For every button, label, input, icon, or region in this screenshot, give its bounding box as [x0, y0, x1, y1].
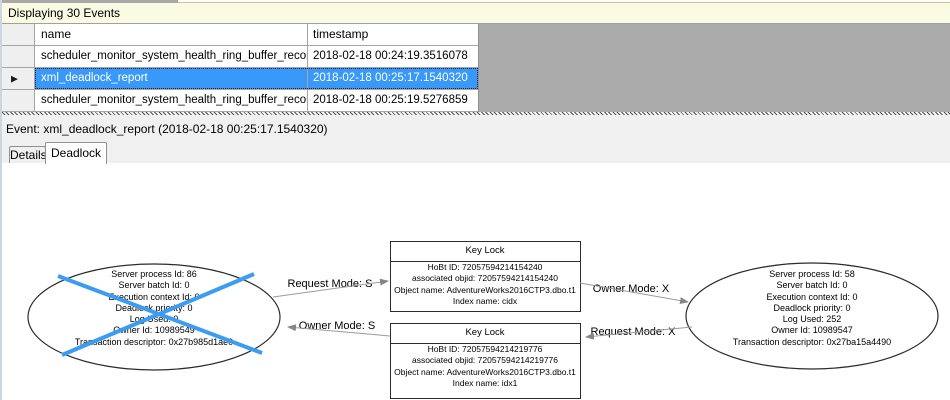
current-row-arrow-icon: ▶	[11, 73, 18, 83]
grid-detail-splitter[interactable]	[0, 112, 950, 115]
node-line: associated objid: 72057594214219776	[411, 355, 559, 366]
key-lock-title: Key Lock	[465, 245, 505, 256]
cell-name[interactable]: scheduler_monitor_system_health_ring_buf…	[35, 90, 308, 111]
node-line: Server process Id: 58	[769, 269, 855, 279]
node-line: Transaction descriptor: 0x27ba15a4490	[732, 336, 892, 347]
row-selector-cell[interactable]: ▶	[0, 68, 35, 89]
winner-process-node: Server process Id: 58 Server batch Id: 0…	[686, 269, 938, 348]
node-line: Index name: cidx	[452, 295, 518, 306]
node-line: Object name: AdventureWorks2016CTP3.dbo.…	[394, 284, 576, 295]
node-line: Deadlock priority: 0	[773, 302, 851, 313]
cell-name[interactable]: xml_deadlock_report	[35, 68, 308, 89]
column-header-name[interactable]: name	[35, 24, 308, 45]
key-lock-title: Key Lock	[465, 327, 505, 338]
node-line: Execution context Id: 0	[766, 291, 858, 302]
row-cells: xml_deadlock_report 2018-02-18 00:25:17.…	[35, 68, 478, 89]
row-selector-header-cell[interactable]	[0, 24, 35, 45]
tab-deadlock[interactable]: Deadlock	[45, 142, 107, 164]
tab-details[interactable]: Details	[9, 146, 47, 163]
cell-timestamp[interactable]: 2018-02-18 00:25:17.1540320	[308, 68, 478, 89]
table-row[interactable]: scheduler_monitor_system_health_ring_buf…	[0, 90, 478, 112]
table-row-selected[interactable]: ▶ xml_deadlock_report 2018-02-18 00:25:1…	[0, 68, 478, 90]
edge-label-request-s: Request Mode: S	[287, 278, 373, 290]
node-line: Server process Id: 86	[111, 269, 197, 279]
node-line: Owner Id: 10989549	[113, 325, 195, 336]
table-row[interactable]: scheduler_monitor_system_health_ring_buf…	[0, 46, 478, 68]
events-count-label: Displaying 30 Events	[8, 6, 121, 20]
edge-label-owner-x: Owner Mode: X	[592, 283, 670, 295]
cell-timestamp[interactable]: 2018-02-18 00:24:19.3516078	[313, 50, 468, 62]
events-grid-columns: name timestamp scheduler_monitor_system_…	[0, 24, 479, 112]
edge-label-owner-s: Owner Mode: S	[298, 320, 376, 332]
node-line: HoBt ID: 72057594214154240	[427, 262, 543, 272]
node-line: Log Used: 252	[782, 314, 842, 325]
event-detail-header: Event: xml_deadlock_report (2018-02-18 0…	[0, 115, 950, 163]
deadlock-graph-pane: Server process Id: 86 Server batch Id: 0…	[0, 163, 950, 400]
node-line: Execution context Id: 0	[108, 291, 200, 302]
row-selector-cell[interactable]	[0, 90, 35, 111]
node-line: Log Used: 0	[129, 314, 179, 325]
node-line: Owner Id: 10989547	[771, 325, 853, 336]
panel-left-border	[0, 0, 2, 400]
cell-name[interactable]: scheduler_monitor_system_health_ring_buf…	[35, 46, 308, 67]
edge-label-request-x: Request Mode: X	[590, 326, 676, 338]
column-header-timestamp[interactable]: timestamp	[308, 24, 478, 45]
victim-process-node: Server process Id: 86 Server batch Id: 0…	[28, 269, 280, 348]
node-line: Object name: AdventureWorks2016CTP3.dbo.…	[394, 366, 576, 377]
key-lock-node-top: HoBt ID: 72057594214154240 associated ob…	[390, 262, 580, 307]
grid-header-row: name timestamp	[0, 24, 478, 46]
events-grid: name timestamp scheduler_monitor_system_…	[0, 24, 950, 112]
node-line: associated objid: 72057594214154240	[411, 273, 559, 284]
row-cells: scheduler_monitor_system_health_ring_buf…	[35, 90, 478, 111]
top-panel-edge	[0, 0, 178, 3]
row-selector-cell[interactable]	[0, 46, 35, 67]
node-line: Server batch Id: 0	[776, 280, 848, 291]
node-line: HoBt ID: 72057594214219776	[427, 344, 543, 354]
selected-event-label: Event: xml_deadlock_report (2018-02-18 0…	[6, 122, 328, 136]
node-line: Deadlock priority: 0	[115, 302, 193, 313]
cell-timestamp[interactable]: 2018-02-18 00:25:19.5276859	[313, 94, 468, 106]
node-line: Transaction descriptor: 0x27b985d1ae0	[74, 336, 234, 347]
row-cells: scheduler_monitor_system_health_ring_buf…	[35, 46, 478, 67]
node-line: Index name: idx1	[452, 377, 518, 388]
key-lock-node-bottom: HoBt ID: 72057594214219776 associated ob…	[390, 344, 580, 389]
header-cells: name timestamp	[35, 24, 478, 45]
events-count-bar: Displaying 30 Events	[0, 2, 950, 24]
node-line: Server batch Id: 0	[118, 280, 190, 291]
